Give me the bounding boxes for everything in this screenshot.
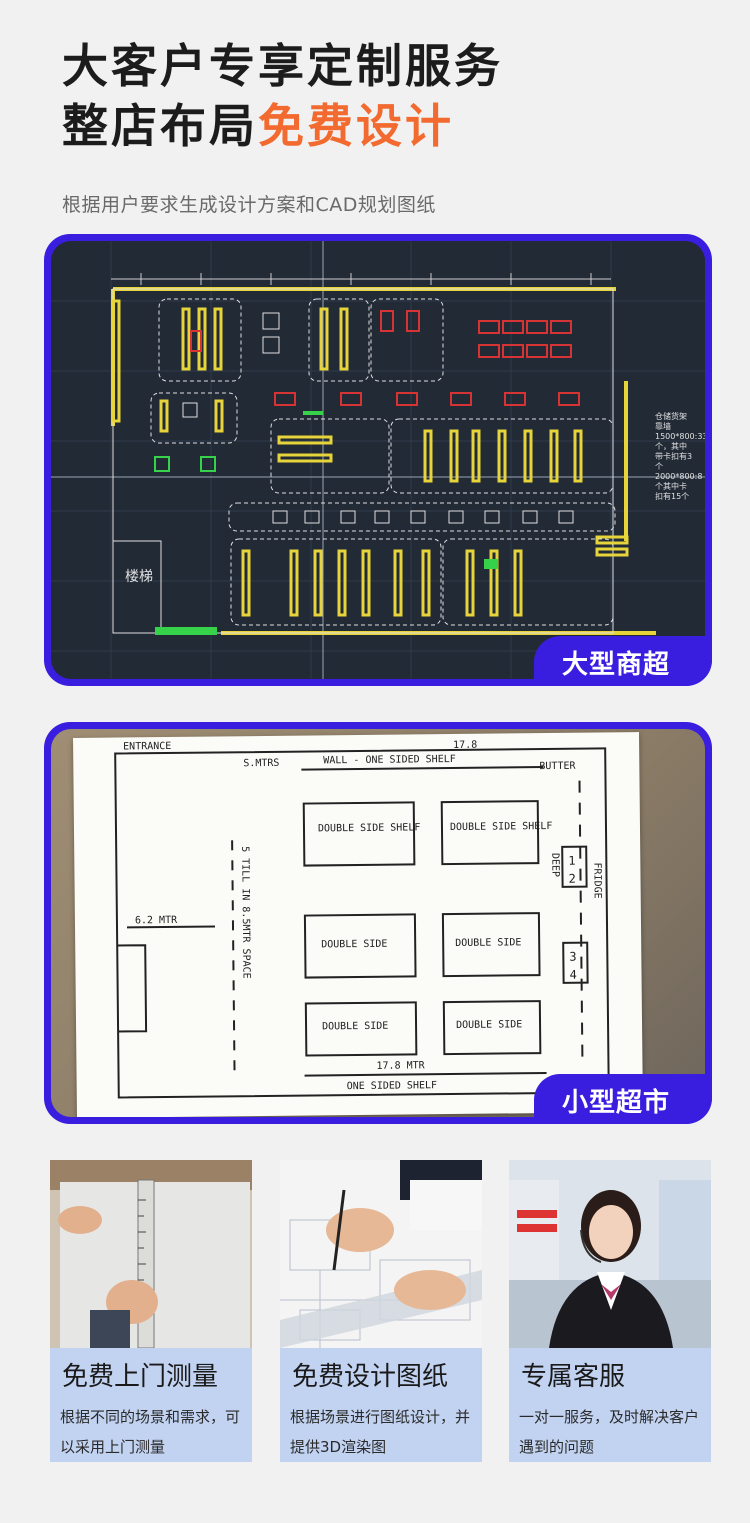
headline-line-2: 整店布局免费设计 [62, 96, 503, 156]
cad-note-line: 带卡扣有3 [655, 451, 692, 461]
badge-large-supermarket: 大型商超 [534, 636, 712, 686]
cad-note-line: 2000*800:8 [655, 472, 702, 481]
sketch-num-1: 1 [568, 854, 575, 868]
service-card-support: 专属客服 一对一服务，及时解决客户遇到的问题 [509, 1160, 711, 1462]
sketch-shelf-2: DOUBLE SIDE SHELF [450, 821, 552, 833]
service-title-measure: 免费上门测量 [62, 1362, 219, 1392]
badge-small-supermarket: 小型超市 [534, 1074, 712, 1124]
sketch-bottom-wall: ONE SIDED SHELF [347, 1080, 437, 1092]
cad-note-line: 个 [655, 462, 663, 471]
sketch-shelf-6: DOUBLE SIDE [456, 1019, 522, 1031]
sketch-drawing: WALL - ONE SIDED SHELF ONE SIDED SHELF 1… [114, 740, 610, 1099]
sketch-top-wall: WALL - ONE SIDED SHELF [323, 754, 456, 766]
photo-drawing [280, 1160, 482, 1348]
service-desc-measure: 根据不同的场景和需求，可以采用上门测量 [60, 1408, 241, 1456]
cad-plan-drawing: 楼梯 仓储货架 靠墙 1500*800:33 个，其中 带卡扣有3 个 2000… [51, 241, 705, 679]
sketch-smtrs: S.MTRS [243, 758, 279, 769]
cad-note: 仓储货架 靠墙 1500*800:33 个，其中 带卡扣有3 个 2000*80… [655, 411, 705, 501]
sketch-shelf-3: DOUBLE SIDE [321, 939, 387, 951]
headline-line-1: 大客户专享定制服务 [62, 39, 503, 93]
sketch-entrance: ENTRANCE [123, 741, 171, 753]
service-title-support: 专属客服 [521, 1362, 626, 1392]
sketch-photo: WALL - ONE SIDED SHELF ONE SIDED SHELF 1… [51, 729, 705, 1117]
sketch-num-4: 4 [569, 968, 576, 982]
sketch-fridge: FRIDGE [591, 862, 602, 898]
cad-note-line: 靠墙 [655, 421, 671, 431]
sketch-shelf-5: DOUBLE SIDE [322, 1021, 388, 1033]
cad-label-stairs-1: 楼梯 [125, 569, 153, 585]
service-card-design: 免费设计图纸 根据场景进行图纸设计，并提供3D渲染图 [280, 1160, 482, 1462]
photo-measuring [50, 1160, 252, 1348]
headline-accent: 免费设计 [258, 99, 454, 153]
service-title-design: 免费设计图纸 [292, 1362, 449, 1392]
cad-note-line: 个，其中 [655, 441, 687, 451]
sketch-shelf-1: DOUBLE SIDE SHELF [318, 822, 420, 834]
headline-line-2-prefix: 整店布局 [62, 99, 258, 153]
sketch-mtr: 6.2 MTR [135, 915, 178, 926]
sketch-butter: BUTTER [539, 761, 576, 772]
sketch-sheet: WALL - ONE SIDED SHELF ONE SIDED SHELF 1… [73, 732, 643, 1117]
photo-customer-service [509, 1160, 711, 1348]
sketch-num-2: 2 [568, 872, 575, 886]
cad-note-line: 个其中卡 [655, 481, 687, 491]
service-desc-support: 一对一服务，及时解决客户遇到的问题 [519, 1408, 700, 1456]
sketch-still: 5 TILL IN 8.5MTR SPACE [239, 846, 251, 979]
sketch-num-3: 3 [569, 950, 576, 964]
service-desc-design: 根据场景进行图纸设计，并提供3D渲染图 [290, 1408, 471, 1456]
subtitle: 根据用户要求生成设计方案和CAD规划图纸 [62, 194, 436, 216]
cad-plan: 楼梯 仓储货架 靠墙 1500*800:33 个，其中 带卡扣有3 个 2000… [51, 241, 705, 679]
cad-note-line: 扣有15个 [655, 491, 689, 501]
service-card-measure: 免费上门测量 根据不同的场景和需求，可以采用上门测量 [50, 1160, 252, 1462]
showcase-small-supermarket: WALL - ONE SIDED SHELF ONE SIDED SHELF 1… [44, 722, 712, 1124]
showcase-large-supermarket: 楼梯 仓储货架 靠墙 1500*800:33 个，其中 带卡扣有3 个 2000… [44, 234, 712, 686]
sketch-deep: DEEP [549, 853, 560, 877]
sketch-top-dim: 17.8 [453, 740, 477, 751]
headline: 大客户专享定制服务 整店布局免费设计 [62, 36, 503, 156]
cad-note-line: 仓储货架 [655, 411, 687, 421]
cad-note-line: 1500*800:33 [655, 432, 705, 441]
sketch-bottom-dim: 17.8 MTR [376, 1060, 425, 1072]
sketch-shelf-4: DOUBLE SIDE [455, 937, 521, 949]
